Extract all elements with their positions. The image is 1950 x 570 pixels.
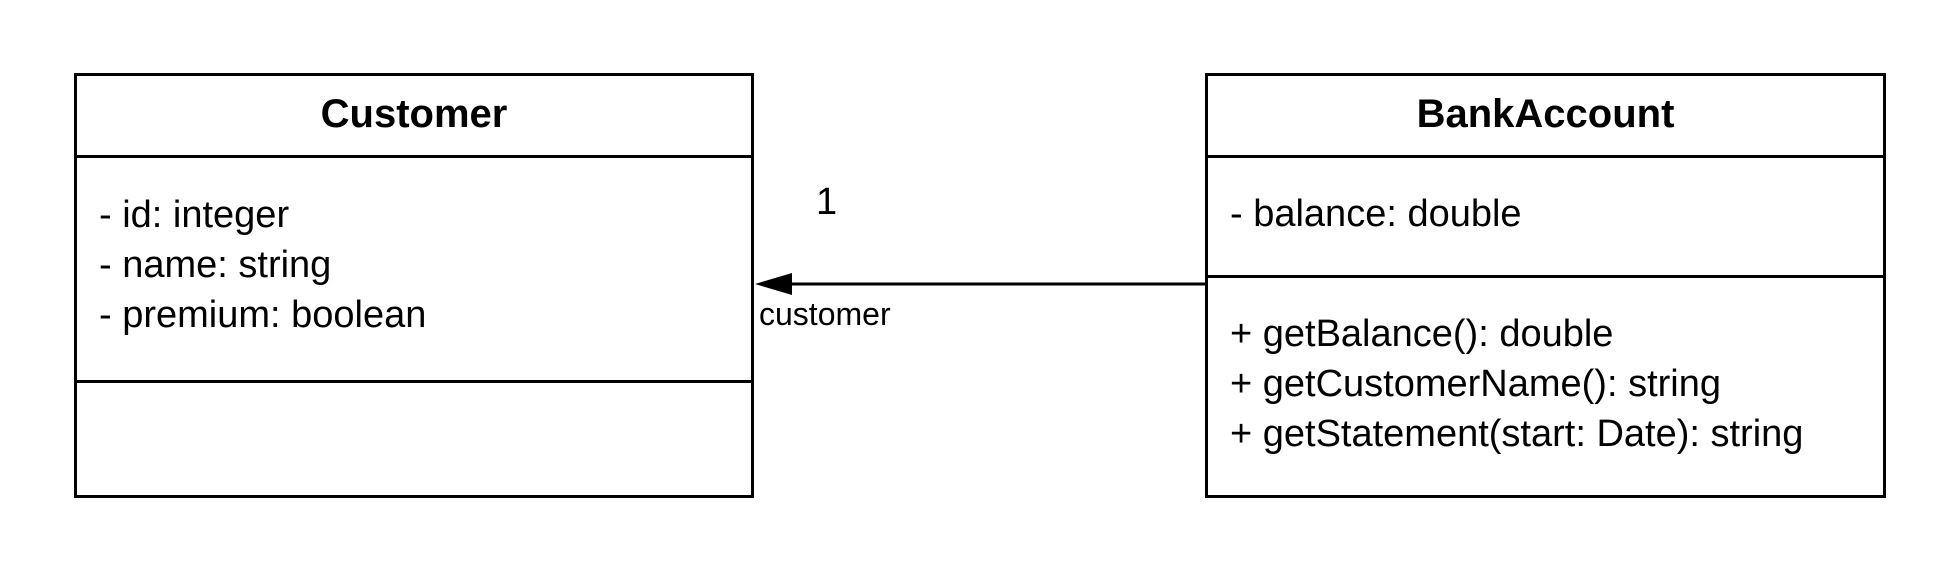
operation-get-statement: + getStatement(start: Date): string: [1230, 413, 1804, 455]
arrowhead-icon: [755, 273, 792, 295]
attribute-balance: - balance: double: [1230, 193, 1522, 235]
association-multiplicity: 1: [816, 181, 838, 223]
operation-get-balance: + getBalance(): double: [1230, 313, 1614, 355]
compartment-divider: [77, 380, 751, 383]
class-bankaccount[interactable]: BankAccount - balance: double + getBalan…: [1205, 73, 1886, 498]
compartment-divider: [1208, 275, 1883, 278]
operation-get-customer-name: + getCustomerName(): string: [1230, 363, 1721, 405]
attribute-premium: - premium: boolean: [99, 294, 427, 336]
class-customer[interactable]: Customer - id: integer - name: string - …: [74, 73, 754, 498]
association-role-name: customer: [759, 296, 891, 332]
attribute-compartment-customer: - id: integer - name: string - premium: …: [99, 190, 741, 340]
compartment-divider: [77, 155, 751, 158]
attribute-compartment-bankaccount: - balance: double: [1230, 189, 1873, 239]
attribute-name: - name: string: [99, 244, 332, 286]
operation-compartment-bankaccount: + getBalance(): double + getCustomerName…: [1230, 309, 1873, 459]
class-name-customer: Customer: [320, 92, 508, 136]
attribute-id: - id: integer: [99, 194, 290, 236]
compartment-divider: [1208, 155, 1883, 158]
class-name-bankaccount: BankAccount: [1416, 92, 1675, 136]
